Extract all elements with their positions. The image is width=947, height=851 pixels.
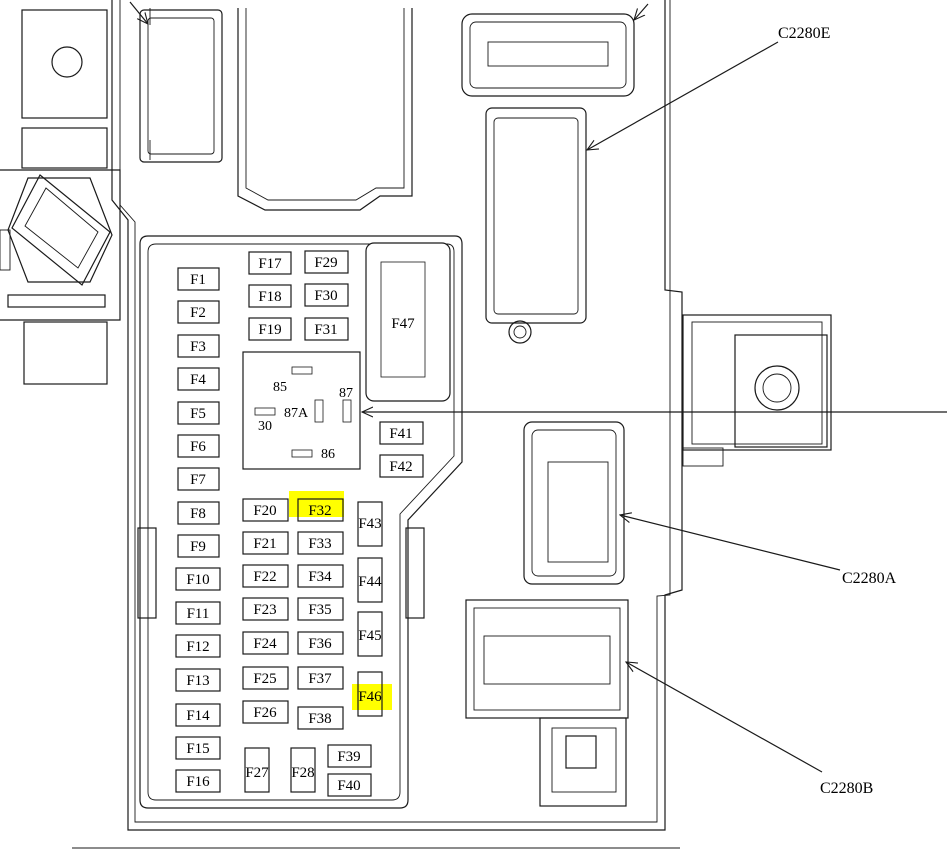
fuse-label-f12: F12 [186, 639, 209, 655]
fuse-label-f33: F33 [308, 536, 331, 552]
fuse-label-f3: F3 [190, 339, 206, 355]
left-terminal-block [0, 9, 121, 385]
fuse-label-f32: F32 [308, 503, 331, 519]
label-c2280a: C2280A [842, 570, 897, 587]
fuse-label-f34: F34 [308, 569, 332, 585]
fuse-label-f29: F29 [314, 255, 337, 271]
relay-pin-85: 85 [273, 380, 287, 395]
label-c2280e: C2280E [778, 25, 830, 42]
fuse-label-f5: F5 [190, 406, 206, 422]
fuse-label-f20: F20 [253, 503, 276, 519]
relay-block: 85 87 87A 30 86 [242, 351, 361, 470]
fuse-f47: F47 [365, 242, 451, 402]
fuse-panel-outline [137, 235, 463, 809]
fuse-label-f35: F35 [308, 602, 331, 618]
arrow-c2280b [626, 662, 823, 773]
fuse-label-f13: F13 [186, 673, 209, 689]
fuse-label-f47: F47 [391, 316, 415, 332]
fuse-group-middle: F20 F21 F22 F23 F24 F25 F26 F32 F33 F34 … [242, 498, 344, 730]
fuse-label-f1: F1 [190, 272, 206, 288]
fuse-label-f16: F16 [186, 774, 210, 790]
highlight-f46 [352, 684, 392, 710]
fuse-group-bottom: F27 F28 F39 F40 [244, 744, 372, 797]
fuse-label-f24: F24 [253, 636, 277, 652]
label-c2280b: C2280B [820, 780, 873, 797]
c2280b-connector-body [465, 599, 629, 807]
top-connector-2 [237, 8, 413, 211]
fuse-label-f37: F37 [308, 671, 332, 687]
housing-outline [72, 0, 683, 849]
arrow-c2280e [587, 41, 779, 150]
fuse-label-f11: F11 [187, 606, 210, 622]
fuse-label-f23: F23 [253, 602, 276, 618]
fuse-label-f15: F15 [186, 741, 209, 757]
fuse-label-f46: F46 [358, 689, 382, 705]
fuse-label-f27: F27 [245, 765, 269, 781]
fuse-label-f18: F18 [258, 289, 281, 305]
arrow-top-left [129, 1, 148, 24]
top-connector-3 [461, 13, 635, 97]
top-connector-1 [139, 8, 223, 163]
fuse-label-f4: F4 [190, 372, 206, 388]
c2280a-connector-body [523, 421, 625, 585]
fuse-group-top: F17 F18 F19 F29 F30 F31 [248, 250, 349, 341]
fuse-label-f17: F17 [258, 256, 282, 272]
fuse-label-f8: F8 [190, 506, 206, 522]
fuse-label-f6: F6 [190, 439, 206, 455]
fuse-label-f44: F44 [358, 574, 382, 590]
fuse-column-left: F1 F2 F3 F4 F5 F6 F7 F8 F9 F10 F11 F12 F… [175, 267, 221, 793]
c2280e-connector-body [485, 107, 587, 344]
fuse-label-f10: F10 [186, 572, 209, 588]
fuse-label-f40: F40 [337, 778, 360, 794]
fuse-group-f41-f42: F41 F42 [379, 421, 424, 478]
fuse-label-f38: F38 [308, 711, 331, 727]
fuse-label-f7: F7 [190, 472, 206, 488]
fuse-label-f30: F30 [314, 288, 337, 304]
fuse-label-f41: F41 [389, 426, 412, 442]
fuse-label-f14: F14 [186, 708, 210, 724]
fuse-label-f21: F21 [253, 536, 276, 552]
fuse-label-f19: F19 [258, 322, 281, 338]
fuse-label-f36: F36 [308, 636, 332, 652]
fuse-label-f26: F26 [253, 705, 277, 721]
fuse-group-vertical: F43 F44 F45 F46 [357, 501, 383, 717]
relay-pin-86: 86 [321, 447, 335, 462]
arrow-top-right [634, 3, 649, 20]
fuse-label-f28: F28 [291, 765, 314, 781]
ground-stud [682, 314, 832, 467]
fuse-label-f45: F45 [358, 628, 381, 644]
fuse-label-f43: F43 [358, 516, 381, 532]
fuse-label-f25: F25 [253, 671, 276, 687]
fuse-label-f39: F39 [337, 749, 360, 765]
fuse-label-f2: F2 [190, 305, 206, 321]
fuse-label-f42: F42 [389, 459, 412, 475]
fuse-label-f9: F9 [190, 539, 206, 555]
arrow-c2280a [620, 515, 841, 571]
relay-pin-87a: 87A [284, 406, 309, 421]
fuse-label-f22: F22 [253, 569, 276, 585]
fuse-label-f31: F31 [314, 322, 337, 338]
relay-pin-30: 30 [258, 419, 272, 434]
relay-pin-87: 87 [339, 386, 353, 401]
